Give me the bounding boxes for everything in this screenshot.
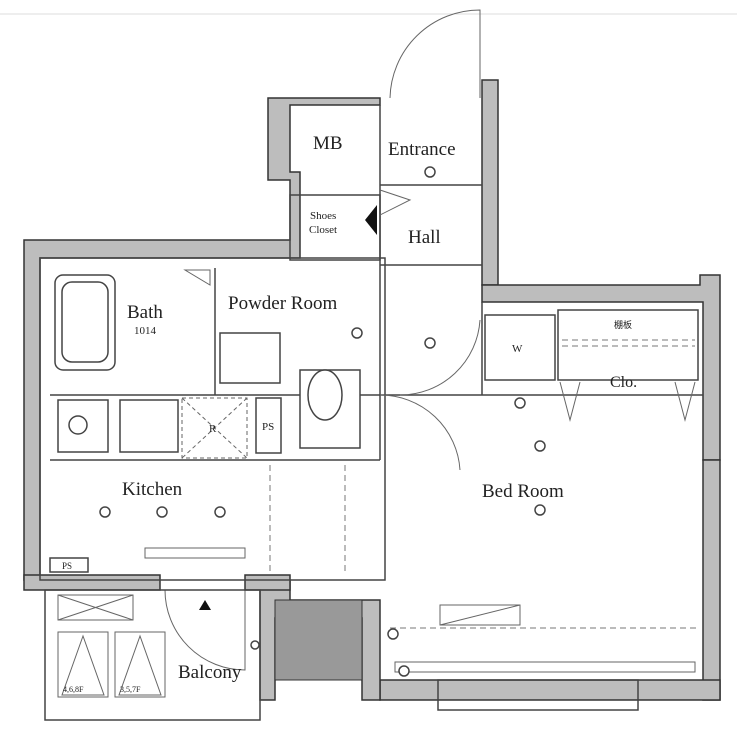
label-balcony: Balcony: [178, 662, 242, 683]
label-bath: Bath: [127, 302, 163, 323]
label-mb: MB: [313, 133, 343, 154]
label-powder-room: Powder Room: [228, 293, 337, 314]
label-bath-size: 1014: [134, 325, 157, 337]
shaft-area: [274, 599, 363, 681]
label-ps-1: PS: [262, 421, 274, 433]
light-fixtures: [99, 166, 546, 677]
label-shoes-closet-1: Shoes: [310, 210, 336, 222]
fixtures: [49, 205, 377, 573]
interior-walls: [39, 105, 703, 711]
label-floors-b: 3,5,7F: [120, 685, 141, 694]
label-floors-a: 4,6,8F: [63, 685, 84, 694]
doors: [164, 9, 481, 671]
label-ps-2: PS: [62, 561, 72, 571]
fridge-space: [181, 397, 248, 459]
label-shelf: 棚板: [614, 319, 632, 330]
ps-shaft: [255, 397, 282, 454]
balcony: [44, 589, 261, 721]
label-bed-room: Bed Room: [482, 481, 564, 502]
label-shoes-closet-2: Closet: [309, 224, 337, 236]
label-closet: Clo.: [610, 374, 637, 391]
kitchen-sink: [119, 399, 179, 453]
sink: [219, 332, 281, 384]
label-washer: W: [512, 343, 523, 355]
label-entrance: Entrance: [388, 139, 456, 160]
label-hall: Hall: [408, 227, 441, 248]
label-kitchen: Kitchen: [122, 479, 183, 500]
label-fridge: R: [209, 423, 217, 435]
shoes-closet-mark: [365, 205, 377, 235]
